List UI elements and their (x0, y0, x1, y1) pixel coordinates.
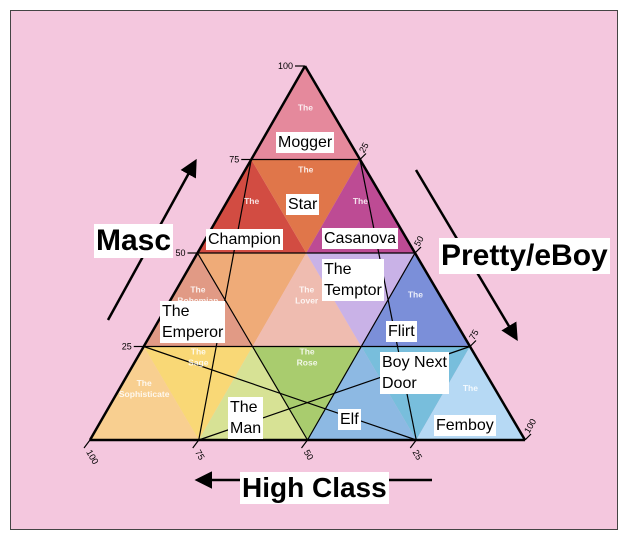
region-lover (252, 253, 362, 347)
tick-right (469, 340, 477, 347)
tick-label-left: 25 (122, 342, 132, 352)
tick-label-bottom: 100 (84, 448, 100, 466)
tick-bottom (409, 439, 417, 449)
tick-label-bottom: 75 (193, 448, 207, 462)
axis-label-pretty-eboy: Pretty/eBoy (439, 238, 610, 274)
tick-label-right: 50 (412, 234, 426, 248)
region-sage (143, 346, 253, 440)
tick-bottom (192, 439, 200, 449)
region-inner-label-casanova: The (353, 196, 368, 206)
tick-right (359, 153, 367, 160)
tick-right (414, 246, 422, 254)
tick-label-bottom: 50 (302, 448, 316, 462)
overlay-label-star: Star (286, 194, 320, 215)
region-boynextdoor (307, 346, 417, 440)
tick-bottom (301, 439, 308, 449)
overlay-label-mogger: Mogger (276, 132, 335, 153)
axis-label-high-class: High Class (240, 472, 389, 504)
tick-label-left: 100 (278, 61, 293, 71)
tick-label-right: 75 (467, 328, 481, 342)
region-rose (252, 346, 362, 440)
region-inner-label-bohemian: TheBohemian (177, 284, 218, 305)
region-inner-label-femboy: The (463, 383, 478, 393)
tick-bottom (83, 439, 91, 449)
tick-label-right: 100 (522, 417, 538, 435)
overlay-label-casanova: Casanova (322, 228, 399, 249)
overlay-label-champion: Champion (206, 229, 283, 250)
region-emperor (197, 253, 307, 347)
tick-label-right: 25 (357, 141, 371, 155)
tick-label-bottom: 25 (411, 448, 425, 462)
overlay-label-elf: Elf (338, 409, 361, 430)
region-inner-label-star: The (244, 196, 259, 206)
region-inner-label-champion: The (298, 165, 313, 175)
tick-label-left: 50 (175, 248, 185, 258)
region-sophisticate (90, 346, 199, 440)
region-man (198, 346, 308, 440)
region-inner-label-mogger: The (298, 102, 313, 112)
overlay-label-flirt: Flirt (386, 321, 417, 342)
tick-label-left: 75 (229, 155, 239, 165)
grid-line-left (143, 345, 417, 441)
grid-line-left (196, 252, 309, 441)
region-inner-label-flirt: The (408, 289, 423, 299)
tick-right (524, 433, 532, 441)
overlay-label-femboy: Femboy (434, 415, 496, 436)
axis-label-masc: Masc (94, 224, 174, 258)
